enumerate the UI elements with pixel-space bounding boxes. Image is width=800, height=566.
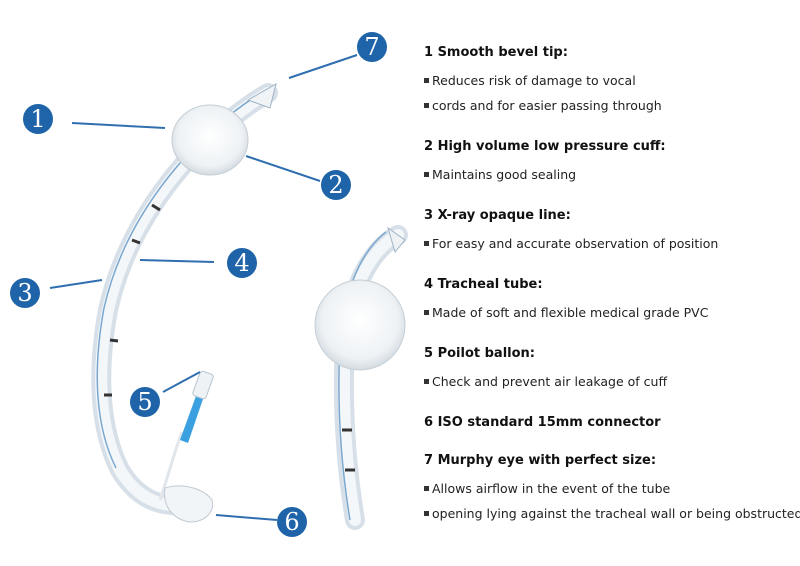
feature-bullet: Made of soft and flexible medical grade … — [424, 300, 796, 325]
svg-text:7: 7 — [364, 33, 379, 61]
bevel-tip — [246, 82, 277, 109]
bullet-icon — [424, 103, 429, 108]
cuff — [171, 104, 249, 176]
feature-bullet: For easy and accurate observation of pos… — [424, 231, 796, 256]
tube-diagram: 1 2 3 4 5 6 7 — [10, 32, 408, 537]
bullet-icon — [424, 78, 429, 83]
callout-3: 3 — [10, 278, 40, 308]
callout-4: 4 — [227, 248, 257, 278]
feature-bullet: Reduces risk of damage to vocal — [424, 68, 796, 93]
callout-6: 6 — [277, 507, 307, 537]
pilot-balloon — [158, 370, 214, 501]
svg-text:6: 6 — [284, 508, 299, 536]
svg-text:2: 2 — [328, 171, 343, 199]
feature-title: 2 High volume low pressure cuff: — [424, 139, 666, 154]
feature-bullet: cords and for easier passing through — [424, 93, 796, 118]
feature-item-7: 7 Murphy eye with perfect size: Allows a… — [424, 451, 800, 526]
bullet-icon — [424, 241, 429, 246]
svg-text:4: 4 — [234, 249, 249, 277]
bullet-icon — [424, 379, 429, 384]
feature-title: 7 Murphy eye with perfect size: — [424, 453, 657, 468]
feature-list: 1 Smooth bevel tip: Reduces risk of dama… — [424, 43, 800, 545]
feature-item-1: 1 Smooth bevel tip: Reduces risk of dama… — [424, 43, 796, 118]
callout-1: 1 — [23, 104, 53, 134]
svg-text:1: 1 — [30, 105, 45, 133]
callout-5: 5 — [130, 387, 160, 417]
bullet-icon — [424, 310, 429, 315]
feature-title: 1 Smooth bevel tip: — [424, 45, 568, 60]
feature-bullet: opening lying against the tracheal wall … — [424, 501, 800, 526]
connector — [164, 485, 214, 523]
callout-7: 7 — [357, 32, 387, 62]
svg-text:3: 3 — [17, 279, 32, 307]
feature-item-2: 2 High volume low pressure cuff: Maintai… — [424, 137, 796, 187]
feature-title: 5 Poilot ballon: — [424, 346, 535, 361]
feature-item-3: 3 X-ray opaque line: For easy and accura… — [424, 206, 796, 256]
feature-title: 3 X-ray opaque line: — [424, 208, 571, 223]
feature-bullet: Maintains good sealing — [424, 162, 796, 187]
callout-2: 2 — [321, 170, 351, 200]
side-tube — [314, 225, 408, 530]
bullet-icon — [424, 511, 429, 516]
feature-bullet: Check and prevent air leakage of cuff — [424, 369, 796, 394]
feature-title: 4 Tracheal tube: — [424, 277, 543, 292]
bullet-icon — [424, 486, 429, 491]
feature-title: 6 ISO standard 15mm connector — [424, 415, 661, 430]
svg-text:5: 5 — [137, 388, 152, 416]
leader-lines — [49, 54, 358, 521]
bullet-icon — [424, 172, 429, 177]
feature-bullet: Allows airflow in the event of the tube — [424, 476, 796, 501]
feature-item-4: 4 Tracheal tube: Made of soft and flexib… — [424, 275, 796, 325]
feature-item-5: 5 Poilot ballon: Check and prevent air l… — [424, 344, 796, 394]
feature-item-6: 6 ISO standard 15mm connector — [424, 413, 796, 432]
